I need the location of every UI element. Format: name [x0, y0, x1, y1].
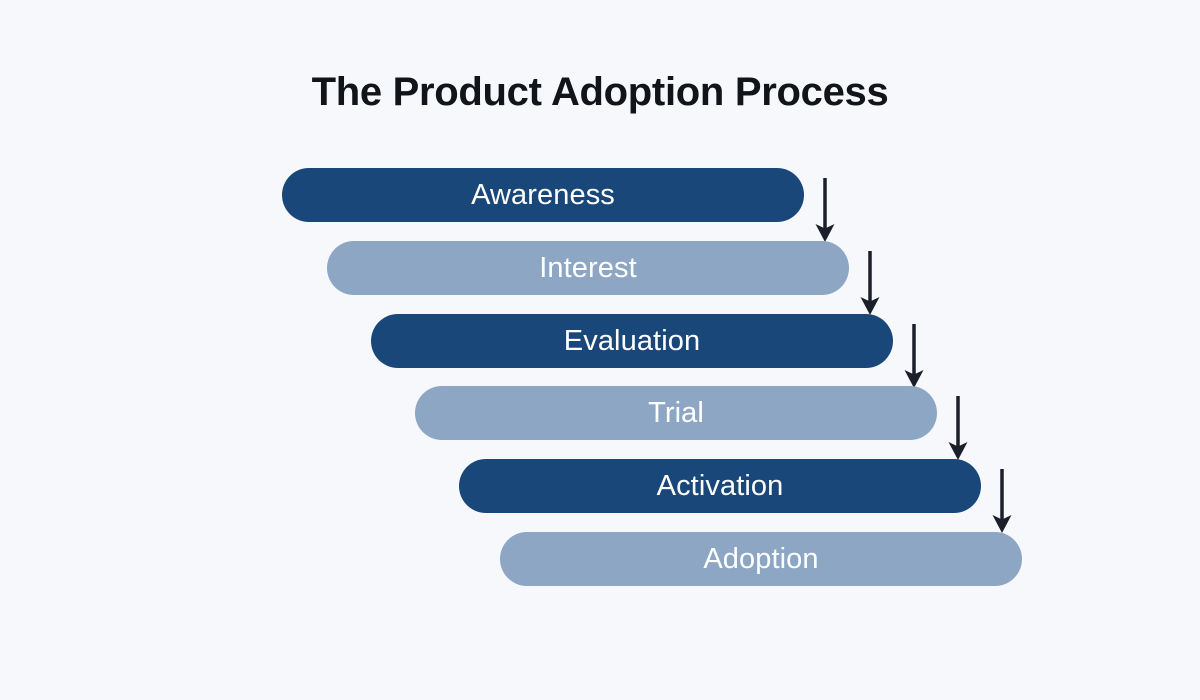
page-title: The Product Adoption Process: [311, 70, 889, 114]
funnel-stage-label: Trial: [648, 396, 704, 429]
funnel-stage-row: Evaluation: [371, 314, 953, 388]
funnel-stage-row: Activation: [459, 459, 1041, 533]
funnel-stage-label: Evaluation: [563, 324, 701, 357]
down-arrow-icon: [901, 322, 927, 396]
funnel-stage-row: Interest: [327, 241, 909, 315]
funnel-stage-label: Adoption: [703, 542, 819, 575]
funnel-stage-bar[interactable]: Awareness: [282, 168, 804, 222]
funnel-stage-row: Awareness: [282, 168, 864, 242]
funnel-stage-label: Interest: [539, 251, 637, 284]
down-arrow-icon: [812, 176, 838, 250]
funnel-stage-bar[interactable]: Trial: [415, 386, 937, 440]
down-arrow-icon: [989, 467, 1015, 541]
funnel-stage-row: Trial: [415, 386, 997, 460]
funnel-stage-bar[interactable]: Adoption: [500, 532, 1022, 586]
funnel-stage-row: Adoption: [500, 532, 1082, 586]
down-arrow-icon: [945, 394, 971, 468]
down-arrow-icon: [857, 249, 883, 323]
funnel-stage-bar[interactable]: Interest: [327, 241, 849, 295]
funnel-stage-label: Activation: [656, 469, 784, 502]
funnel-stage-bar[interactable]: Activation: [459, 459, 981, 513]
funnel-stage-label: Awareness: [471, 178, 615, 211]
funnel-stage-bar[interactable]: Evaluation: [371, 314, 893, 368]
